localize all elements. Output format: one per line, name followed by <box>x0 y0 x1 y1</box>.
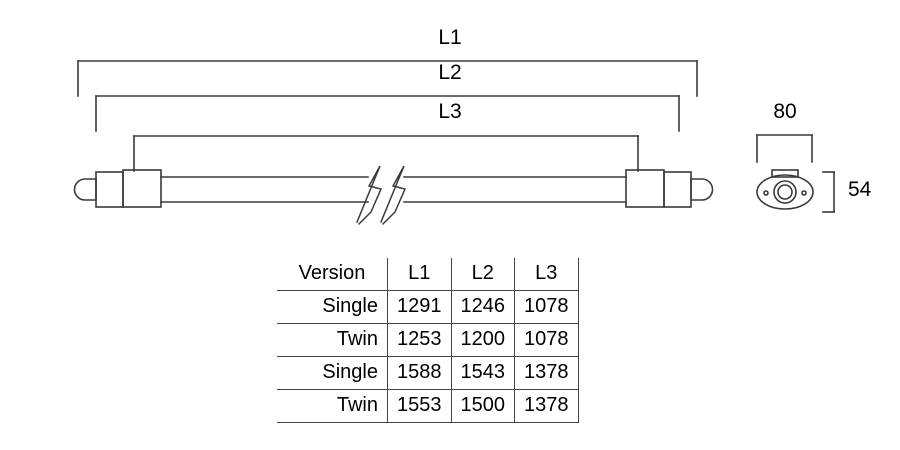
cable-gland-left-icon <box>73 178 97 201</box>
cell-version: Single <box>277 356 388 390</box>
cell-version: Single <box>277 290 388 324</box>
cell-l3: 1378 <box>514 389 579 423</box>
dimension-label-l3: L3 <box>438 100 462 123</box>
cell-l2: 1246 <box>450 290 515 324</box>
cable-gland-right-icon <box>690 178 714 201</box>
specification-table: Version L1 L2 L3 Single 1291 1246 1078 T… <box>277 258 579 423</box>
table-header-version: Version <box>277 258 388 291</box>
table-row: Single 1588 1543 1378 <box>277 356 579 390</box>
cell-l1: 1553 <box>387 389 451 423</box>
end-cap-right-icon <box>663 171 692 208</box>
table-row: Single 1291 1246 1078 <box>277 290 579 324</box>
dimension-bracket-width <box>756 134 813 163</box>
table-header-row: Version L1 L2 L3 <box>277 258 579 291</box>
mounting-bracket-left-icon <box>122 169 162 208</box>
zigzag-break-symbol-icon <box>356 165 407 226</box>
mounting-bracket-right-icon <box>625 169 665 208</box>
cell-l2: 1200 <box>450 323 515 357</box>
cell-l1: 1588 <box>387 356 451 390</box>
dimension-bracket-l3 <box>133 135 639 172</box>
dimension-bracket-height <box>822 171 835 213</box>
cell-l3: 1078 <box>514 323 579 357</box>
dimension-label-l1: L1 <box>438 26 462 49</box>
table-header-l1: L1 <box>387 258 451 291</box>
cell-l2: 1500 <box>450 389 515 423</box>
dimension-label-l2: L2 <box>438 61 462 84</box>
dimension-bracket-l1 <box>77 60 698 97</box>
cell-l3: 1378 <box>514 356 579 390</box>
end-view-cross-section-icon <box>756 169 814 210</box>
tube-body-right <box>403 176 627 203</box>
table-header-l3: L3 <box>514 258 579 291</box>
cell-version: Twin <box>277 323 388 357</box>
table-header-l2: L2 <box>450 258 515 291</box>
table-row: Twin 1553 1500 1378 <box>277 389 579 423</box>
cell-version: Twin <box>277 389 388 423</box>
end-cap-left-icon <box>95 171 124 208</box>
cell-l2: 1543 <box>450 356 515 390</box>
dimension-label-width-80: 80 <box>773 100 797 123</box>
cell-l1: 1253 <box>387 323 451 357</box>
tube-body-left <box>160 176 369 203</box>
cell-l1: 1291 <box>387 290 451 324</box>
cell-l3: 1078 <box>514 290 579 324</box>
table-row: Twin 1253 1200 1078 <box>277 323 579 357</box>
dimension-label-height-54: 54 <box>848 178 872 201</box>
dimension-bracket-l2 <box>95 95 680 132</box>
